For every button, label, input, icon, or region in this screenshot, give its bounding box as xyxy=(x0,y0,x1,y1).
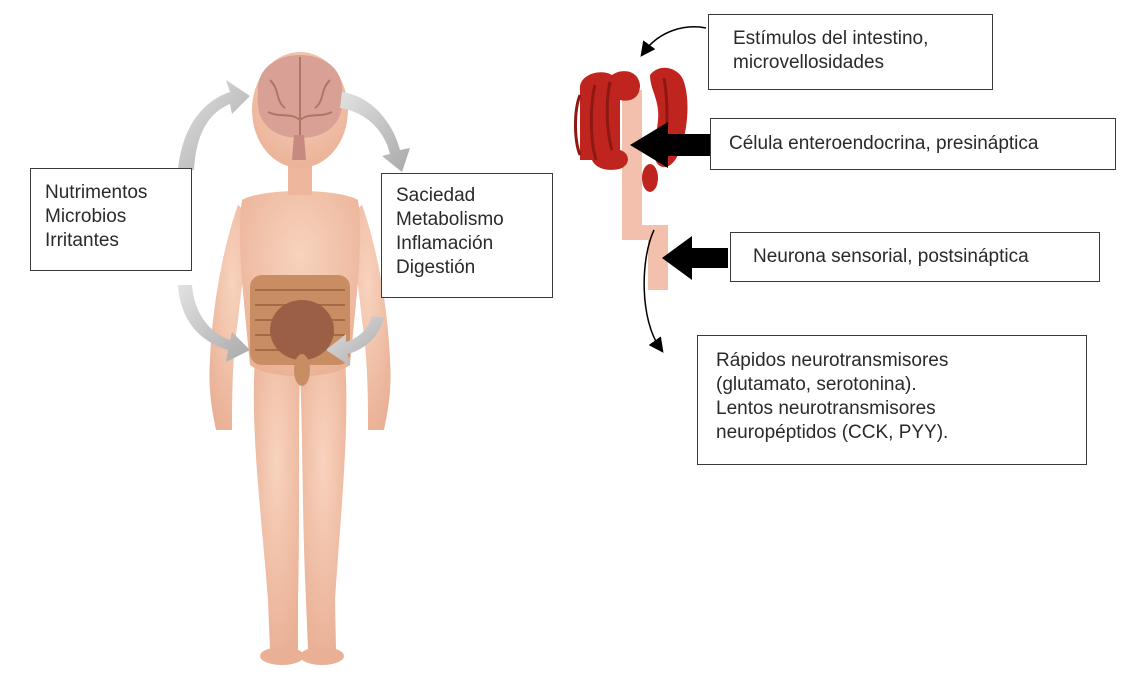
enteroendocrine-label: Célula enteroendocrina, presináptica xyxy=(729,132,1097,156)
sensory-neuron-label: Neurona sensorial, postsináptica xyxy=(753,245,1077,269)
inputs-box: Nutrimentos Microbios Irritantes xyxy=(30,168,192,271)
inputs-line: Microbios xyxy=(45,205,177,229)
effects-line: Saciedad xyxy=(396,184,538,208)
effects-line: Metabolismo xyxy=(396,208,538,232)
stimuli-box: Estímulos del intestino, microvellosidad… xyxy=(708,14,993,90)
curved-arrow-icon xyxy=(340,92,410,172)
neurotransmitters-line: Lentos neurotransmisores xyxy=(716,397,1068,421)
effects-box: Saciedad Metabolismo Inflamación Digesti… xyxy=(381,173,553,298)
neurotransmitters-line: Rápidos neurotransmisores xyxy=(716,349,1068,373)
neurotransmitters-line: neuropéptidos (CCK, PYY). xyxy=(716,421,1068,445)
stimuli-line: Estímulos del intestino, xyxy=(733,27,968,51)
neurotransmitters-line: (glutamato, serotonina). xyxy=(716,373,1068,397)
pointer-arrow-icon xyxy=(662,236,728,280)
effects-line: Inflamación xyxy=(396,232,538,256)
inputs-line: Irritantes xyxy=(45,229,177,253)
effects-line: Digestión xyxy=(396,256,538,280)
sensory-neuron-box: Neurona sensorial, postsináptica xyxy=(730,232,1100,282)
enteroendocrine-box: Célula enteroendocrina, presináptica xyxy=(710,118,1116,170)
curved-arrow-icon xyxy=(178,80,250,170)
neurotransmitters-box: Rápidos neurotransmisores (glutamato, se… xyxy=(697,335,1087,465)
curved-arrow-icon xyxy=(644,27,706,52)
inputs-line: Nutrimentos xyxy=(45,181,177,205)
human-figure xyxy=(209,52,390,665)
stimuli-line: microvellosidades xyxy=(733,51,968,75)
